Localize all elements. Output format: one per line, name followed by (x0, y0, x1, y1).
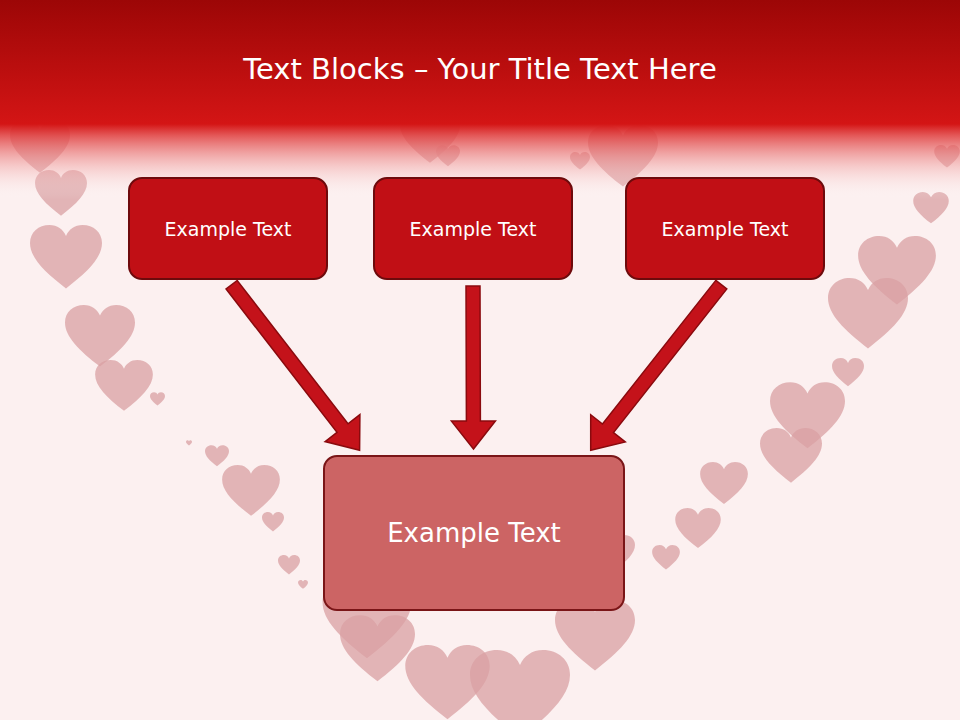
block-text: Example Text (662, 218, 789, 240)
text-block: Example Text (128, 177, 328, 280)
block-arrow (451, 286, 495, 449)
block-text: Example Text (165, 218, 292, 240)
slide-title: Text Blocks – Your Title Text Here (0, 52, 960, 86)
header-band (0, 0, 960, 200)
text-block: Example Text (625, 177, 825, 280)
text-block: Example Text (373, 177, 573, 280)
text-block: Example Text (323, 455, 625, 611)
hearts (10, 110, 960, 720)
block-text: Example Text (410, 218, 537, 240)
block-arrow (591, 280, 727, 450)
block-arrow (226, 281, 360, 451)
block-text: Example Text (387, 518, 561, 548)
